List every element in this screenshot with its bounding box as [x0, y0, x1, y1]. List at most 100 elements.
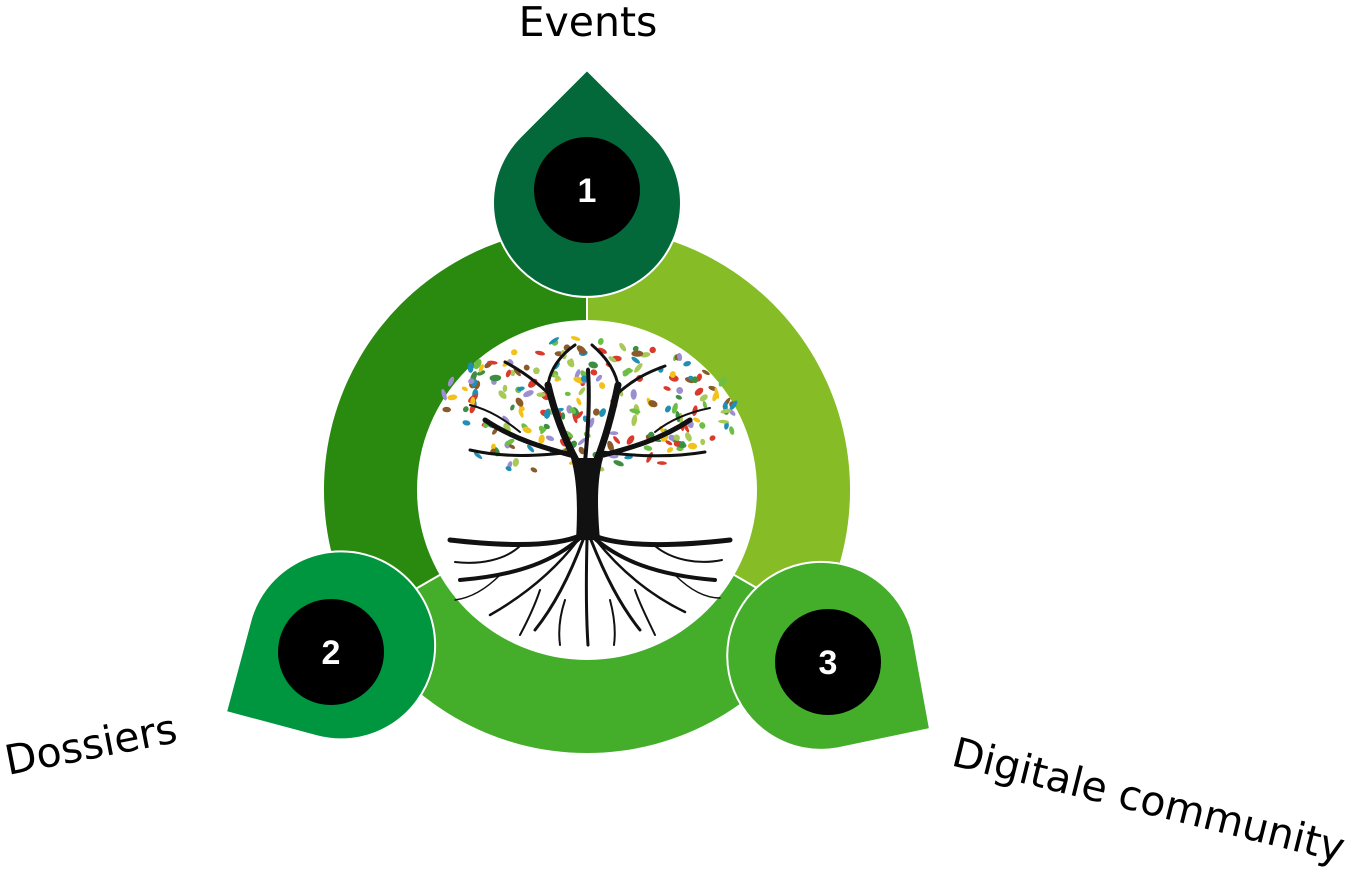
step-3-pin: 3	[726, 560, 932, 751]
leaf	[470, 396, 476, 406]
leaf	[666, 447, 674, 453]
leaf	[729, 426, 735, 435]
step-3-badge	[775, 609, 881, 715]
leaf	[598, 347, 607, 354]
leaf	[467, 362, 474, 373]
leaf	[561, 412, 566, 420]
leaf	[701, 369, 710, 376]
leaf	[665, 440, 673, 446]
leaf	[598, 382, 606, 390]
step-1-label: Events	[519, 0, 658, 46]
leaf	[675, 394, 682, 400]
step-3-number: 3	[819, 644, 838, 682]
leaf	[693, 417, 701, 423]
leaf	[468, 378, 475, 385]
leaf	[498, 390, 507, 399]
leaf	[511, 349, 518, 356]
leaf	[515, 397, 524, 407]
leaf	[564, 391, 571, 397]
leaf	[634, 363, 643, 373]
leaf	[709, 435, 716, 441]
leaf	[649, 346, 656, 354]
leaf	[523, 364, 530, 371]
leaf	[543, 408, 551, 419]
leaf	[663, 386, 671, 391]
leaf	[527, 444, 535, 453]
leaf	[664, 405, 672, 413]
leaf	[692, 405, 698, 417]
leaf	[505, 438, 515, 446]
leaf	[588, 361, 598, 369]
ring-segment-bottom	[359, 574, 815, 754]
ring-segment-right	[587, 227, 851, 622]
leaf	[567, 359, 575, 368]
leaf	[608, 356, 617, 363]
leaf	[538, 434, 545, 444]
tree-of-life-icon	[441, 336, 738, 647]
leaf	[509, 370, 515, 377]
leaf	[597, 338, 604, 345]
leaf	[613, 460, 624, 467]
leaf	[502, 415, 510, 424]
leaf	[545, 435, 555, 442]
leaf	[578, 446, 585, 455]
step-2-badge	[278, 599, 384, 705]
leaf	[576, 397, 582, 406]
leaf	[685, 432, 692, 442]
leaf	[536, 392, 546, 398]
leaf	[575, 411, 584, 420]
leaf	[572, 412, 578, 424]
leaf	[505, 369, 511, 378]
leaf	[590, 369, 598, 376]
leaf	[473, 359, 482, 370]
leaf	[729, 400, 738, 411]
leaf	[595, 374, 603, 382]
leaf	[592, 408, 600, 416]
leaf	[512, 458, 519, 467]
leaf	[673, 434, 680, 441]
leaf	[643, 445, 653, 451]
leaf	[629, 408, 641, 414]
leaf	[462, 420, 471, 426]
leaf	[441, 388, 447, 401]
leaf	[699, 422, 706, 429]
leaf	[619, 342, 627, 352]
leaf	[607, 440, 614, 452]
leaf	[487, 360, 498, 365]
leaf	[683, 361, 691, 367]
leaf	[513, 367, 521, 377]
leaf	[505, 466, 512, 472]
leaf	[699, 394, 708, 402]
leaf	[677, 352, 683, 362]
leaf	[442, 406, 451, 413]
leaf	[648, 400, 658, 408]
leaf	[523, 390, 534, 398]
leaf	[622, 368, 633, 375]
leaf	[462, 406, 469, 413]
leaf	[569, 407, 576, 414]
leaf	[718, 376, 727, 387]
leaf	[577, 437, 587, 446]
leaf	[599, 408, 606, 417]
leaf	[671, 402, 678, 414]
leaf	[676, 387, 684, 394]
leaf	[702, 401, 708, 409]
leaf	[613, 436, 621, 444]
step-2-label: Dossiers	[1, 704, 181, 784]
leaf	[461, 386, 468, 392]
ring	[323, 227, 851, 754]
leaf	[578, 387, 586, 396]
leaf	[580, 375, 588, 382]
leaf	[687, 442, 698, 450]
leaf	[673, 441, 680, 447]
leaf	[510, 404, 515, 411]
step-2-pin: 2	[224, 550, 437, 741]
leaf	[631, 414, 638, 427]
leaf	[447, 376, 455, 387]
leaf	[530, 467, 538, 473]
step-2-number: 2	[322, 634, 341, 672]
leaf	[559, 438, 566, 447]
leaf	[489, 374, 502, 382]
leaf	[720, 408, 732, 414]
